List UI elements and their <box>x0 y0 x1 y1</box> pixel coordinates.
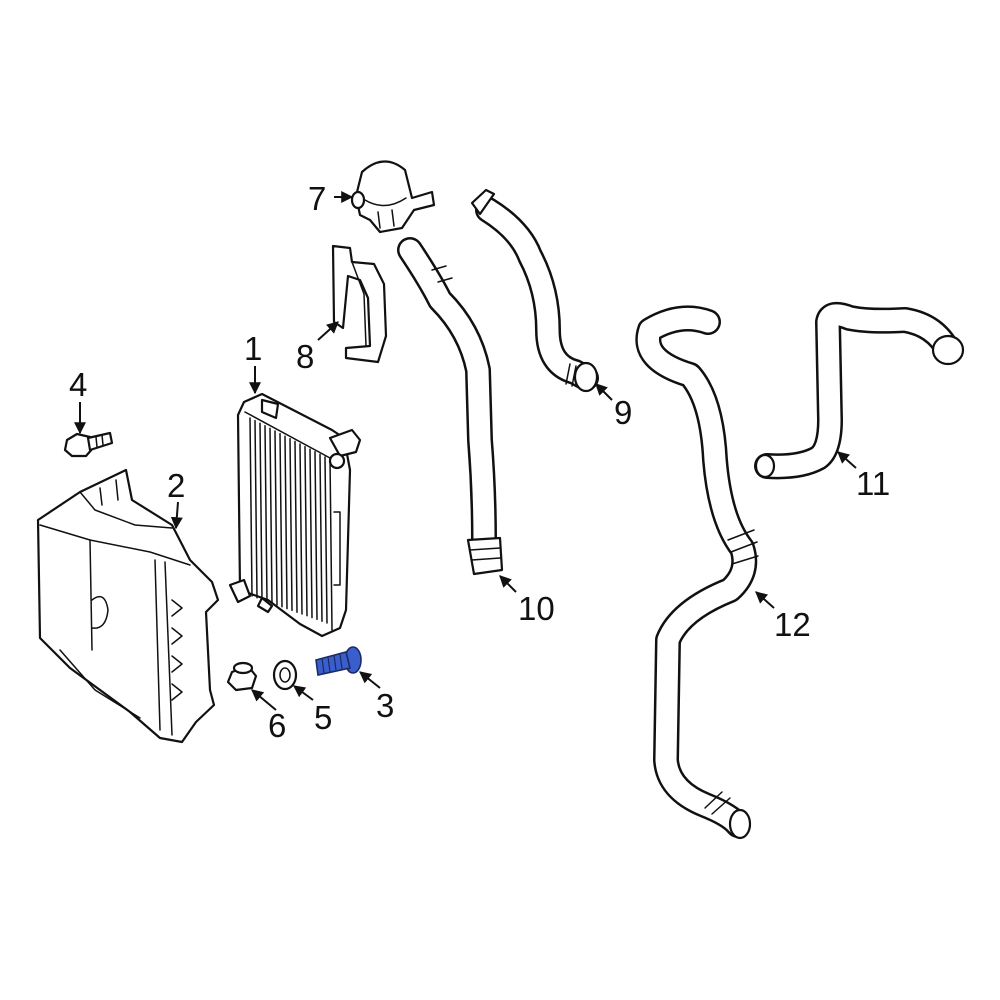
callout-leaders <box>74 191 857 711</box>
coolant-hose-12-part[interactable] <box>635 305 759 840</box>
radiator-fin-line <box>299 443 303 615</box>
radiator-fin-line <box>279 432 283 608</box>
mounting-bolt-part[interactable] <box>315 646 362 676</box>
callout-8: 8 <box>296 338 314 375</box>
radiator-fin-line <box>309 448 313 619</box>
radiator-fin-line <box>284 435 288 610</box>
callout-5: 5 <box>314 699 332 736</box>
radiator-fin-line <box>254 419 258 599</box>
leader-2 <box>170 501 183 530</box>
radiator-fin-line <box>314 451 318 621</box>
radiator-fin-line <box>249 417 253 597</box>
callout-labels: 1 2 3 4 5 6 7 8 9 10 11 12 <box>69 180 890 744</box>
radiator-fin-line <box>289 438 293 612</box>
coolant-hose-11-part[interactable] <box>754 301 965 480</box>
callout-1: 1 <box>244 330 262 367</box>
leader-11 <box>837 451 857 469</box>
radiator-fin-line <box>259 422 263 601</box>
radiator-fin-line <box>324 456 328 624</box>
auxiliary-pump-part[interactable] <box>350 160 436 234</box>
coolant-hose-10-part[interactable] <box>397 237 504 576</box>
coolant-hose-9-part[interactable] <box>470 188 599 393</box>
callout-12: 12 <box>774 606 811 643</box>
callout-6: 6 <box>268 707 286 744</box>
radiator-part[interactable] <box>228 392 362 638</box>
callout-2: 2 <box>167 467 185 504</box>
leader-9 <box>595 383 613 401</box>
radiator-fin-line <box>294 440 298 613</box>
pump-bracket-part[interactable] <box>331 244 388 364</box>
drain-plug-part[interactable] <box>226 661 258 692</box>
leader-5 <box>293 685 314 701</box>
radiator-fin-line <box>274 430 278 606</box>
leader-12 <box>755 591 775 609</box>
flange-bolt-part[interactable] <box>63 431 114 458</box>
leader-3 <box>359 671 381 689</box>
leader-6 <box>251 689 277 711</box>
radiator-fin-line <box>264 425 268 603</box>
radiator-fin-line <box>319 453 323 622</box>
callout-7: 7 <box>308 180 326 217</box>
radiator-fin-line <box>304 445 308 617</box>
leader-8 <box>317 321 339 341</box>
callout-11: 11 <box>856 465 890 502</box>
radiator-fin-line <box>269 427 273 604</box>
callout-9: 9 <box>614 394 632 431</box>
leader-10 <box>499 575 517 593</box>
washer-part[interactable] <box>272 659 298 691</box>
callout-10: 10 <box>518 590 555 627</box>
radiator-shroud-part[interactable] <box>36 468 220 744</box>
callout-4: 4 <box>69 366 87 403</box>
callout-3: 3 <box>376 687 394 724</box>
